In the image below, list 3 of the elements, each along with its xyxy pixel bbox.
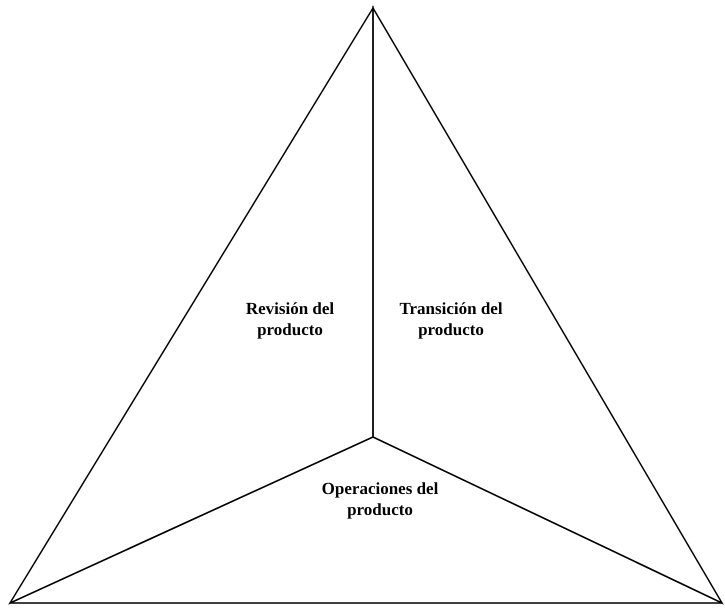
segment-label: Operaciones del producto (320, 478, 440, 520)
segment-label: Transición del producto (398, 298, 504, 340)
segment-label: Revisión del producto (244, 298, 336, 340)
